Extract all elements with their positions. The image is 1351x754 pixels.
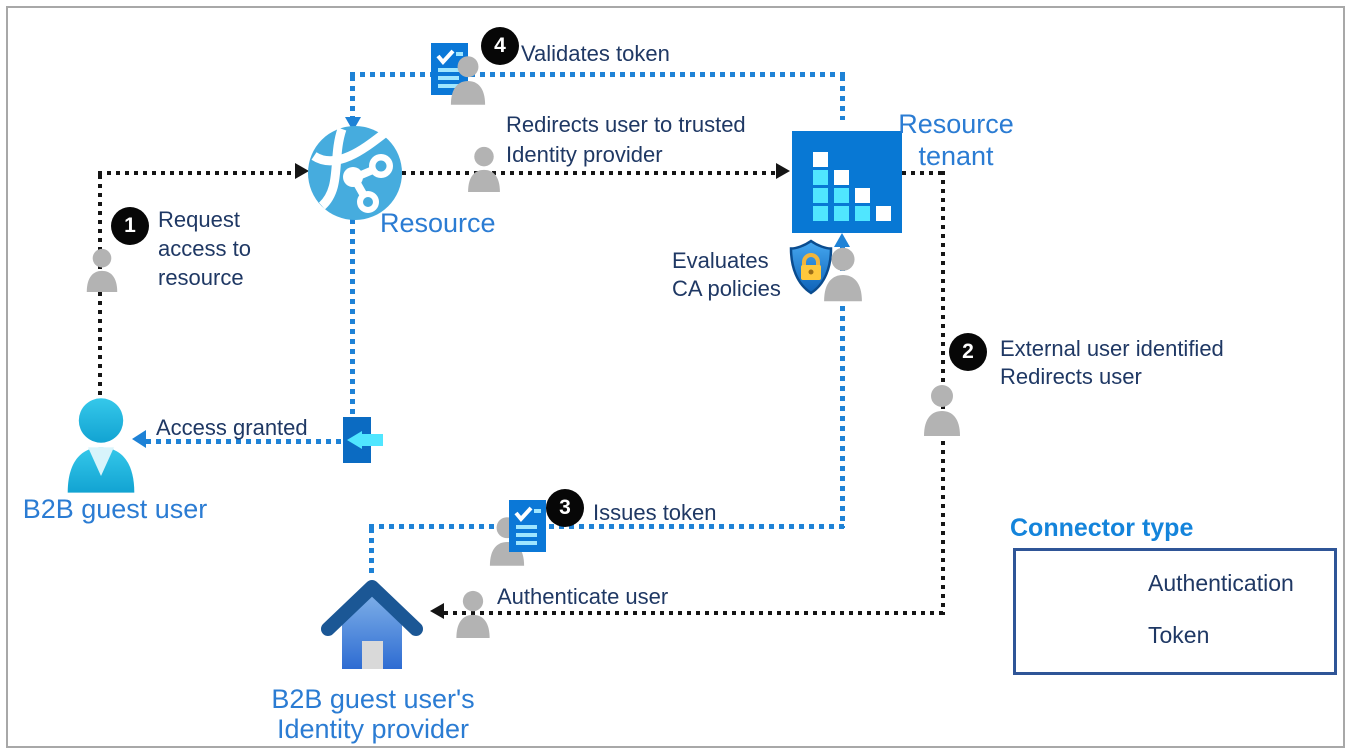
- step-1-badge: 1: [111, 207, 149, 245]
- connector-auth-tenant-stub: [902, 171, 945, 175]
- step-3-text: Issues token: [593, 500, 717, 525]
- legend-title: Connector type: [1010, 514, 1194, 542]
- conditional-access-shield-icon: [789, 239, 833, 295]
- arrowhead-into-tenant: [776, 163, 790, 179]
- person-icon-external-user: [922, 384, 962, 436]
- authenticate-user-annotation: Authenticate user: [497, 584, 669, 609]
- resource-tenant-icon: [792, 131, 902, 233]
- connector-token-top-left: [350, 76, 355, 118]
- b2b-guest-user-label: B2B guest user: [22, 494, 208, 524]
- connector-token-bottom: [369, 524, 847, 529]
- arrowhead-into-guest: [132, 430, 146, 448]
- person-icon-step4: [449, 55, 487, 105]
- legend-token-label: Token: [1148, 622, 1210, 648]
- person-icon-ca-evaluation: [822, 246, 864, 302]
- b2b-guest-user-icon: [67, 398, 135, 493]
- token-document-icon-step3: [509, 500, 546, 552]
- connector-token-idp-up: [369, 528, 374, 576]
- step-4-text: Validates token: [521, 41, 670, 66]
- arrowhead-into-idp: [430, 603, 444, 619]
- step-2-badge: 2: [949, 333, 987, 371]
- diagram-border: [6, 6, 1345, 748]
- person-icon-authenticate: [454, 590, 492, 638]
- connector-auth-resource-to-tenant: [402, 171, 776, 175]
- connector-token-top: [350, 72, 845, 77]
- step-4-badge: 4: [481, 27, 519, 65]
- connector-auth-guest-to-resource: [98, 171, 295, 175]
- legend-authentication-label: Authentication: [1148, 570, 1294, 596]
- resource-label: Resource: [380, 208, 496, 238]
- connector-token-to-tenant: [840, 246, 845, 528]
- person-icon-redirect: [466, 146, 502, 192]
- connector-token-resource-to-door: [350, 219, 355, 417]
- step-3-badge: 3: [546, 489, 584, 527]
- connector-token-access-granted: [146, 439, 344, 444]
- person-icon-request: [85, 248, 119, 292]
- identity-provider-house-icon: [321, 580, 423, 669]
- arrowhead-into-tenant-token: [834, 233, 850, 247]
- connector-token-top-right: [840, 76, 845, 120]
- door-arrow-icon: [361, 434, 383, 446]
- connector-auth-to-idp: [444, 611, 945, 615]
- door-arrow-tip-icon: [347, 431, 362, 449]
- access-granted-annotation: Access granted: [156, 415, 308, 440]
- legend-box: [1013, 548, 1337, 675]
- resource-globe-icon: [308, 126, 402, 220]
- arrowhead-into-resource: [295, 163, 309, 179]
